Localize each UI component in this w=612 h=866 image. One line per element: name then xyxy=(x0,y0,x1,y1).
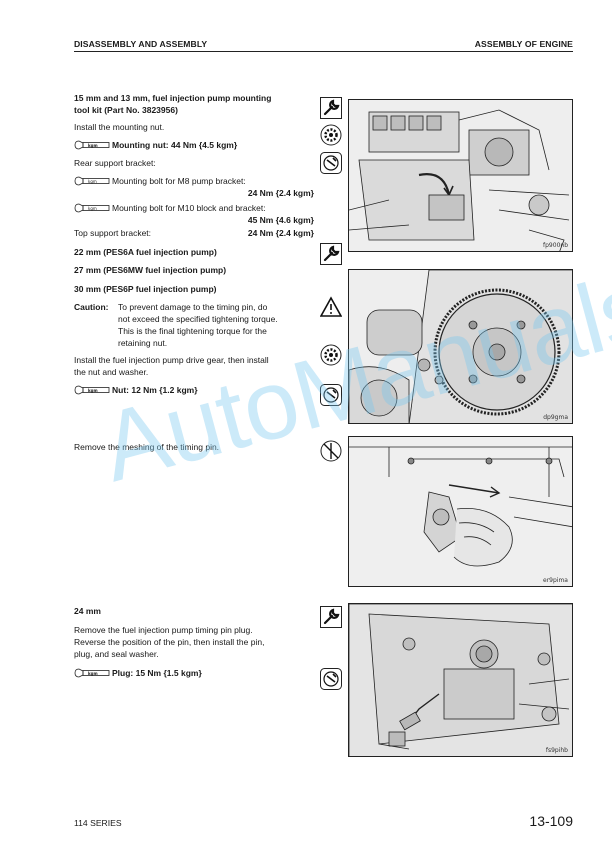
section1-rear-bracket: Rear support bracket: xyxy=(74,158,156,168)
section1-m10-value: 45 Nm {4.6 kgm} xyxy=(247,215,314,225)
section1-mounting-nut-torque: kgm Mounting nut: 44 Nm {4.5 kgm} xyxy=(74,139,314,151)
oil-can-icon xyxy=(320,152,342,174)
section2-nut-torque: kgm Nut: 12 Nm {1.2 kgm} xyxy=(74,384,314,396)
photo-drive-gear: dp9gma xyxy=(348,269,573,424)
section2-caution: Caution: To prevent damage to the timing… xyxy=(74,301,314,349)
warning-triangle-icon xyxy=(320,296,342,317)
photo-timing-pin: er9pima xyxy=(348,436,573,587)
section4-instructions: Remove the fuel injection pump timing pi… xyxy=(74,625,265,659)
section1-title: 15 mm and 13 mm, fuel injection pump mou… xyxy=(74,93,272,115)
oil-can-icon xyxy=(320,384,342,406)
photo-injection-pump-mounting: fp900nb xyxy=(348,99,573,252)
svg-text:kgm: kgm xyxy=(88,206,97,211)
svg-text:kgm: kgm xyxy=(88,388,98,393)
torque-wrench-icon: kgm xyxy=(74,203,110,213)
timing-pin-icon xyxy=(320,440,342,462)
section2-pes6a: 22 mm (PES6A fuel injection pump) xyxy=(74,247,217,257)
section4-title: 24 mm xyxy=(74,606,101,616)
header-section-title: DISASSEMBLY AND ASSEMBLY xyxy=(74,39,208,49)
gear-icon xyxy=(320,344,342,366)
footer-page-number: 13-109 xyxy=(529,813,573,829)
page-header: DISASSEMBLY AND ASSEMBLY ASSEMBLY OF ENG… xyxy=(74,39,573,53)
torque-wrench-icon: kgm xyxy=(74,140,110,150)
section1-m10-bolt: kgm Mounting bolt for M10 block and brac… xyxy=(74,202,314,214)
section1-install-nut: Install the mounting nut. xyxy=(74,122,165,132)
gear-icon xyxy=(320,124,342,146)
wrench-tool-icon xyxy=(320,97,342,119)
caution-text: To prevent damage to the timing pin, do … xyxy=(118,302,278,348)
section1-m8-value: 24 Nm {2.4 kgm} xyxy=(247,188,314,198)
torque-wrench-icon: kgm xyxy=(74,385,110,395)
svg-text:kgm: kgm xyxy=(88,143,98,148)
photo-caption: fs9pihb xyxy=(545,747,568,754)
section1-m8-bolt: kgm Mounting bolt for M8 pump bracket: xyxy=(74,175,314,187)
photo-timing-pin-plug: fs9pihb xyxy=(348,603,573,757)
photo-caption: er9pima xyxy=(543,577,568,584)
section4-plug-torque: kgm Plug: 15 Nm {1.5 kgm} xyxy=(74,667,314,679)
wrench-tool-icon xyxy=(320,243,342,265)
photo-caption: dp9gma xyxy=(543,414,568,421)
photo-caption: fp900nb xyxy=(543,242,568,249)
footer-series: 114 SERIES xyxy=(74,818,122,828)
section2-pes6p: 30 mm (PES6P fuel injection pump) xyxy=(74,284,217,294)
section3-remove-meshing: Remove the meshing of the timing pin. xyxy=(74,442,220,452)
header-chapter-title: ASSEMBLY OF ENGINE xyxy=(474,39,573,49)
caution-label: Caution: xyxy=(74,302,109,312)
wrench-tool-icon xyxy=(320,606,342,628)
svg-text:kgm: kgm xyxy=(88,179,97,184)
svg-text:kgm: kgm xyxy=(88,671,98,676)
section2-install-gear: Install the fuel injection pump drive ge… xyxy=(74,355,269,377)
header-divider xyxy=(74,51,573,52)
section1-top-bracket: Top support bracket: 24 Nm {2.4 kgm} xyxy=(74,228,314,238)
section2-pes6mw: 27 mm (PES6MW fuel injection pump) xyxy=(74,265,227,275)
oil-can-icon xyxy=(320,668,342,690)
torque-wrench-icon: kgm xyxy=(74,176,110,186)
torque-wrench-icon: kgm xyxy=(74,668,110,678)
